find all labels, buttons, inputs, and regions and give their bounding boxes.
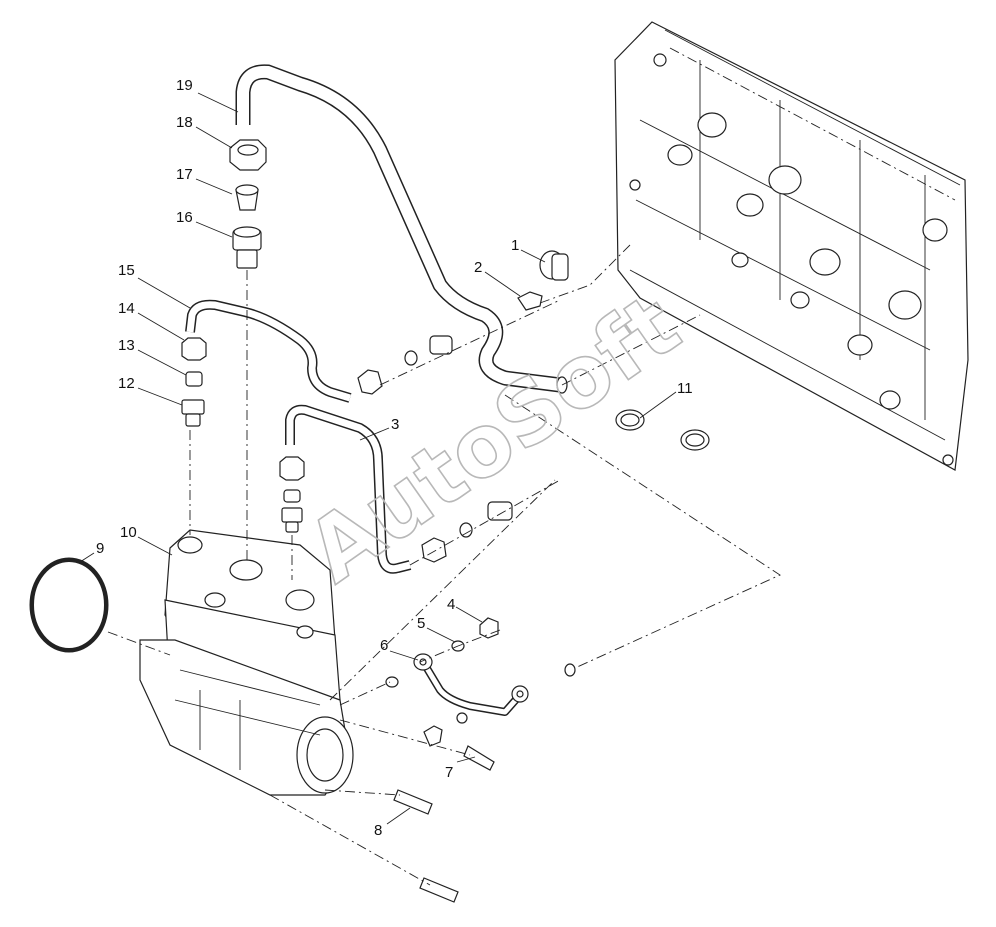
callout-15: 15 <box>118 262 135 279</box>
callout-12: 12 <box>118 375 135 392</box>
callout-16: 16 <box>176 209 193 226</box>
o-ring-9 <box>29 557 109 653</box>
fittings-left-column <box>181 139 305 533</box>
callout-labels: 1 2 3 4 5 6 7 8 9 10 11 12 13 14 15 16 1… <box>96 77 693 839</box>
callout-8: 8 <box>374 822 382 839</box>
air-compressor <box>139 529 354 796</box>
fittings-right <box>357 250 710 903</box>
pipe-19 <box>235 64 568 394</box>
callout-3: 3 <box>391 416 399 433</box>
pipe-6 <box>413 653 529 716</box>
callout-leaders <box>79 92 677 825</box>
callout-7: 7 <box>445 764 453 781</box>
callout-18: 18 <box>176 114 193 131</box>
callout-4: 4 <box>447 596 455 613</box>
callout-2: 2 <box>474 259 482 276</box>
callout-5: 5 <box>417 615 425 632</box>
pipe-3 <box>285 404 412 574</box>
callout-14: 14 <box>118 300 135 317</box>
callout-9: 9 <box>96 540 104 557</box>
callout-6: 6 <box>380 637 388 654</box>
assembly-centerlines <box>107 244 781 886</box>
callout-13: 13 <box>118 337 135 354</box>
callout-10: 10 <box>120 524 137 541</box>
callout-11: 11 <box>677 380 693 397</box>
callout-19: 19 <box>176 77 193 94</box>
engine-block <box>614 21 969 471</box>
pipe-15 <box>185 299 352 403</box>
callout-1: 1 <box>511 237 519 254</box>
callout-17: 17 <box>176 166 193 183</box>
